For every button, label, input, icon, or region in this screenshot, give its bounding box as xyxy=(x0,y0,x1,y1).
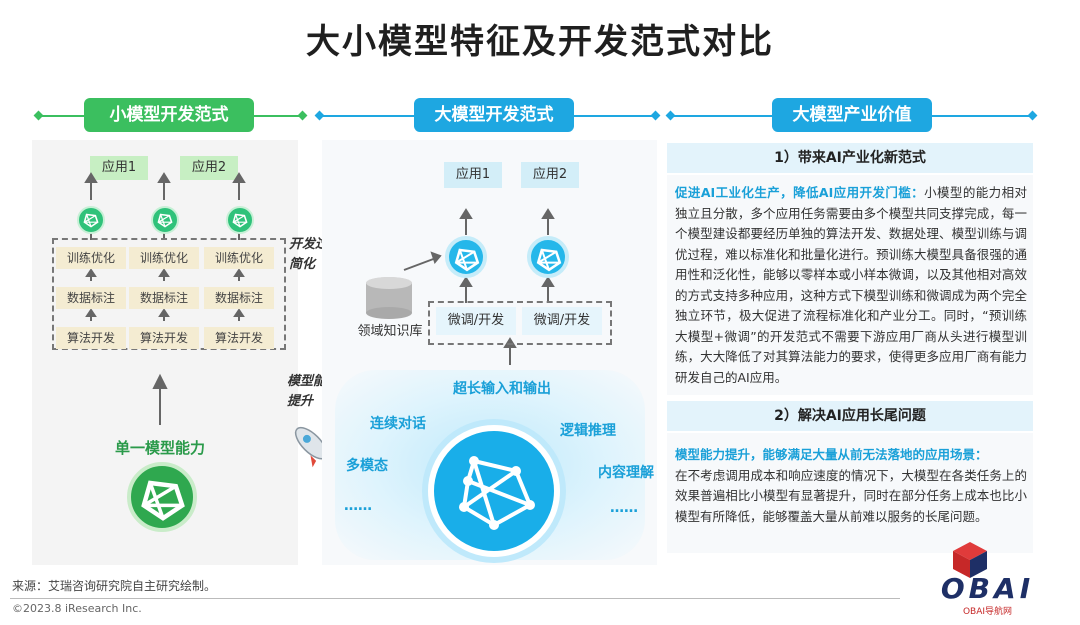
section2-title: 2）解决AI应用长尾问题 xyxy=(667,401,1033,431)
footer-divider xyxy=(10,598,900,599)
obai-cube-logo-icon xyxy=(953,542,987,578)
large-model-node-icon xyxy=(527,236,569,278)
small-model-node-icon xyxy=(226,206,254,234)
cap-long-io: 超长输入和输出 xyxy=(453,381,551,397)
source-note: 来源：艾瑞咨询研究院自主研究绘制。 xyxy=(12,579,217,593)
small-model-node-icon xyxy=(77,206,105,234)
right-line-dot xyxy=(1027,110,1038,121)
small-model-arrows xyxy=(84,172,246,425)
knowledge-base-label: 领域知识库 xyxy=(357,324,423,339)
cap-more-left: …… xyxy=(344,498,372,514)
section1-title: 1）带来AI产业化新范式 xyxy=(667,143,1033,173)
section2-body-bg xyxy=(667,433,1033,553)
left-line-dot xyxy=(33,110,44,121)
section2-lead: 模型能力提升，能够满足大量从前无法落地的应用场景： xyxy=(675,447,988,462)
logo-text: OBAI xyxy=(940,572,1035,605)
copyright: ©2023.8 iResearch Inc. xyxy=(12,602,142,615)
cap-reasoning: 逻辑推理 xyxy=(560,423,616,439)
middle-section-header: 大模型开发范式 xyxy=(414,98,574,132)
section1-text: 促进AI工业化生产，降低AI应用开发门槛：小模型的能力相对独立且分散，多个应用任… xyxy=(675,183,1027,388)
cap-multimodal: 多模态 xyxy=(346,458,388,474)
single-model-node-icon xyxy=(127,462,197,532)
large-app-2: 应用2 xyxy=(521,162,579,188)
step-label: 数据标注 xyxy=(56,287,126,309)
step-train: 训练优化 xyxy=(129,247,199,269)
page-title: 大小模型特征及开发范式对比 xyxy=(306,22,774,62)
section2-text: 模型能力提升，能够满足大量从前无法落地的应用场景： 在不考虑调用成本和响应速度的情… xyxy=(675,445,1027,527)
large-model-core-icon xyxy=(428,425,560,557)
right-line-dot xyxy=(665,110,676,121)
right-section-header: 大模型产业价值 xyxy=(772,98,932,132)
step-train: 训练优化 xyxy=(56,247,126,269)
finetune-box xyxy=(428,301,612,345)
small-model-node-icon xyxy=(151,206,179,234)
small-app-2: 应用2 xyxy=(180,156,238,180)
section2-body: 在不考虑调用成本和响应速度的情况下，大模型在各类任务上的效果普遍相比小模型有显著… xyxy=(675,467,1027,524)
left-section-header: 小模型开发范式 xyxy=(84,98,254,132)
step-algo: 算法开发 xyxy=(56,327,126,349)
section1-body: 小模型的能力相对独立且分散，多个应用任务需要由多个模型共同支撑完成，每一个模型建… xyxy=(675,185,1027,385)
middle-line-dot xyxy=(650,110,661,121)
middle-line-dot xyxy=(314,110,325,121)
step-train: 训练优化 xyxy=(204,247,274,269)
large-app-1: 应用1 xyxy=(444,162,502,188)
step-label: 数据标注 xyxy=(204,287,274,309)
database-icon xyxy=(366,277,412,319)
small-model-steps-box xyxy=(52,238,286,350)
cap-more-right: …… xyxy=(610,500,638,516)
cap-understanding: 内容理解 xyxy=(598,465,654,481)
step-label: 数据标注 xyxy=(129,287,199,309)
left-line-dot xyxy=(297,110,308,121)
single-model-capability: 单一模型能力 xyxy=(114,439,205,457)
finetune-1: 微调/开发 xyxy=(436,307,516,335)
section1-body-bg xyxy=(667,175,1033,395)
step-algo: 算法开发 xyxy=(129,327,199,349)
section1-lead: 促进AI工业化生产，降低AI应用开发门槛： xyxy=(675,185,925,200)
small-app-1: 应用1 xyxy=(90,156,148,180)
cap-dialogue: 连续对话 xyxy=(370,416,426,432)
logo-subtext: OBAI导航网 xyxy=(962,607,1013,617)
finetune-2: 微调/开发 xyxy=(522,307,602,335)
step-algo: 算法开发 xyxy=(204,327,274,349)
large-model-node-icon xyxy=(445,236,487,278)
